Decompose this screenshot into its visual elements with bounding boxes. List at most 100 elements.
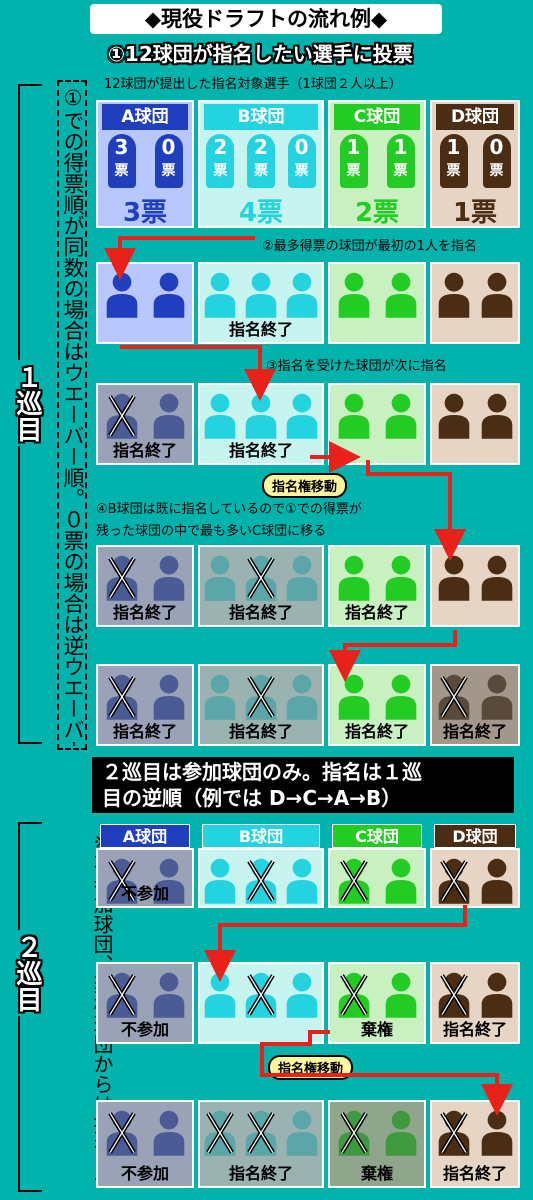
player-row — [432, 666, 518, 720]
player-5-3-0 — [438, 972, 469, 1018]
panel-r1-c0: 指名終了 — [96, 383, 194, 465]
player-6-0-0 — [106, 1110, 137, 1156]
player-2-0-0 — [106, 555, 137, 601]
player-row — [432, 385, 518, 439]
arrow-c-to-d — [366, 460, 466, 561]
step3-text: ③指名を受けた球団が次に指名 — [266, 359, 447, 374]
player-6-3-0 — [438, 1110, 469, 1156]
team-name: C球団 — [334, 104, 420, 130]
arrow-to-a — [104, 236, 255, 280]
panel-r4-c2 — [328, 848, 426, 908]
status-label: 指名終了 — [228, 722, 293, 741]
team-header-r2-0: A球団 — [100, 824, 190, 848]
player-3-3-1 — [481, 674, 512, 720]
panel-r2-c2: 指名終了 — [328, 545, 426, 627]
player-2-1-2 — [286, 555, 317, 601]
status-label: 指名終了 — [112, 722, 177, 741]
vote-row: 3 票 0 票 — [98, 134, 192, 188]
player-2-3-1 — [481, 555, 512, 601]
player-1-3-1 — [481, 393, 512, 439]
vote-row: 1 票 1 票 — [330, 134, 424, 188]
player-4-1-0 — [205, 858, 236, 904]
player-0-3-1 — [481, 272, 512, 318]
player-2-1-1 — [245, 555, 277, 601]
round2-banner: ２巡目は参加球団のみ。指名は１巡 目の逆順（例では D→C→A→B） — [92, 757, 514, 813]
panel-r6-c1: 指名終了 — [198, 1100, 324, 1188]
panel-r4-c1 — [198, 848, 324, 908]
vote-chip: 0 票 — [154, 134, 183, 188]
player-4-3-1 — [481, 858, 512, 904]
team-header-r2-3: D球団 — [434, 824, 516, 848]
player-row — [98, 850, 192, 904]
panel-r1-c3 — [430, 383, 520, 465]
player-6-2-0 — [338, 1110, 369, 1156]
arrow-d-to-c-r2 — [204, 905, 467, 982]
player-4-1-1 — [245, 858, 277, 904]
player-6-1-0 — [205, 1110, 236, 1156]
panel-r2-c1: 指名終了 — [198, 545, 324, 627]
title-bar: ◆現役ドラフトの流れ例◆ — [90, 4, 442, 34]
player-row — [98, 1102, 192, 1156]
player-5-1-2 — [286, 972, 317, 1018]
status-label: 指名終了 — [228, 603, 293, 622]
status-label: 不参加 — [120, 884, 169, 903]
vote-chip: 1 票 — [439, 134, 468, 188]
team-header-0: A球団 3 票 0 票 3票 — [96, 100, 194, 228]
left-note-box: ①での得票順が同数の場合はウエーバー順。０票の場合は逆ウエーバー — [57, 80, 87, 750]
player-6-2-1 — [385, 1110, 416, 1156]
status-label: 指名終了 — [442, 1020, 507, 1039]
step4-text-2: 残った球団の中で最も多いC球団に移る — [96, 524, 327, 539]
player-4-2-0 — [338, 858, 369, 904]
player-row — [98, 385, 192, 439]
status-label: 棄権 — [360, 1020, 393, 1039]
vote-chip: 2 票 — [246, 134, 275, 188]
team-header-2: C球団 1 票 1 票 2票 — [328, 100, 426, 228]
status-label: 指名終了 — [344, 603, 409, 622]
status-label: 指名終了 — [442, 1164, 507, 1183]
team-name: A球団 — [102, 104, 188, 130]
panel-r0-c0 — [96, 262, 194, 344]
player-row — [200, 1102, 322, 1156]
panel-r1-c1: 指名終了 — [198, 383, 324, 465]
player-1-1-0 — [205, 393, 236, 439]
player-row — [98, 964, 192, 1018]
panel-r4-c3 — [430, 848, 520, 908]
round2-banner-line1: ２巡目は参加球団のみ。指名は１巡 — [102, 760, 422, 784]
status-label: 指名終了 — [442, 722, 507, 741]
player-row — [330, 964, 424, 1018]
panel-r0-c2 — [328, 262, 426, 344]
player-row — [98, 264, 192, 318]
player-2-2-1 — [385, 555, 416, 601]
page-title: ◆現役ドラフトの流れ例◆ — [144, 7, 388, 31]
player-6-1-2 — [286, 1110, 317, 1156]
player-row — [98, 666, 192, 720]
player-5-0-1 — [153, 972, 184, 1018]
step1-sub: 12球団が提出した指名対象選手（1球団２人以上） — [104, 77, 402, 92]
panel-r6-c0: 不参加 — [96, 1100, 194, 1188]
arrow-c-to-a-r2 — [260, 1030, 513, 1116]
player-0-3-0 — [438, 272, 469, 318]
flow-arrows — [104, 236, 513, 1116]
player-1-0-0 — [106, 393, 137, 439]
status-label: 棄権 — [360, 1164, 393, 1183]
player-0-1-2 — [286, 272, 317, 318]
team-header-1: B球団 2 票 2 票 0 票 4票 — [198, 100, 324, 228]
status-label: 指名終了 — [112, 441, 177, 460]
status-label: 指名終了 — [112, 603, 177, 622]
arrow-d-to-c — [329, 630, 457, 682]
transfer-tag-1: 指名権移動 — [262, 473, 348, 498]
player-1-2-0 — [338, 393, 369, 439]
round2-label: ２巡目 — [6, 930, 46, 1016]
vote-chip: 2 票 — [206, 134, 235, 188]
status-label: 不参加 — [120, 1164, 169, 1183]
team-header-3: D球団 1 票 0 票 1票 — [430, 100, 520, 228]
vote-chip: 1 票 — [339, 134, 368, 188]
vote-chip: 0 票 — [482, 134, 511, 188]
player-row — [200, 964, 322, 1018]
player-3-2-1 — [385, 674, 416, 720]
team-total: 1票 — [452, 198, 498, 228]
player-row — [200, 264, 322, 318]
player-1-2-1 — [385, 393, 416, 439]
step1-heading: ①12球団が指名したい選手に投票 — [108, 42, 413, 66]
